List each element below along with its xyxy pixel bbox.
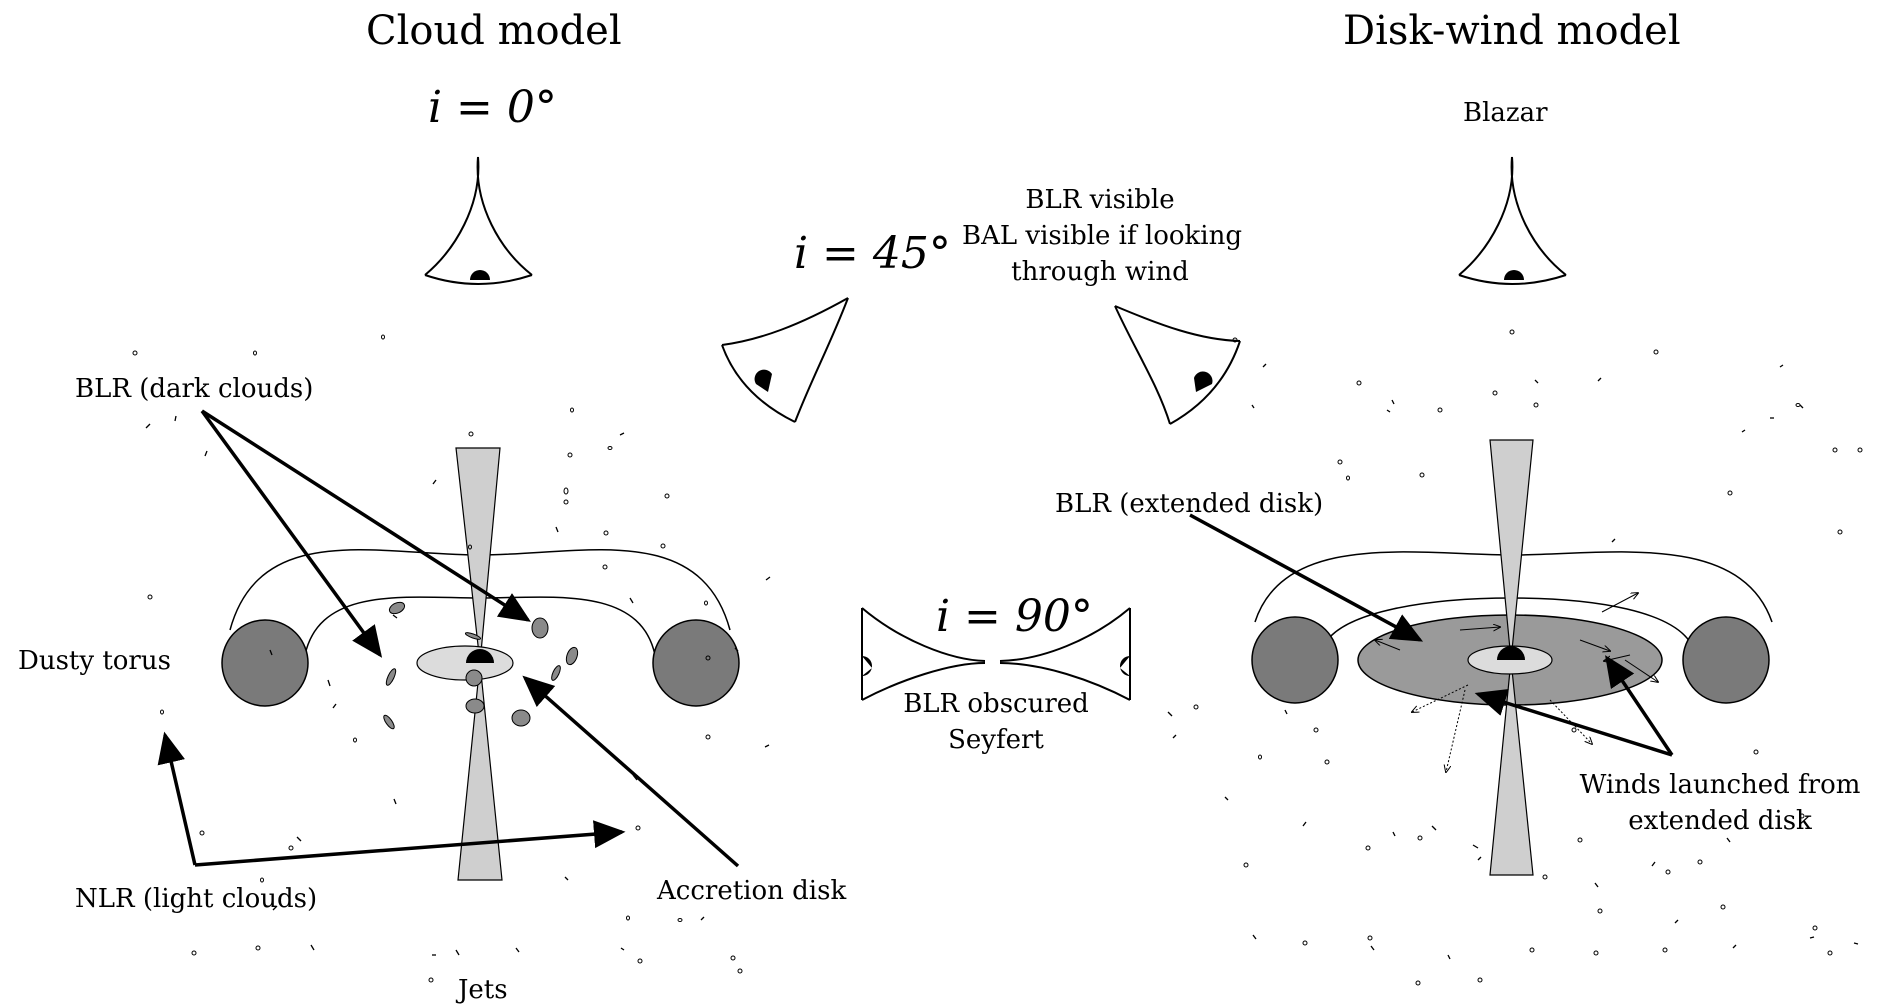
label-bal-visible: BLR visible BAL visible if looking throu… — [962, 182, 1242, 290]
label-nlr-light-clouds: NLR (light clouds) — [75, 884, 318, 914]
label-dusty-torus: Dusty torus — [18, 646, 171, 676]
title-cloud-model: Cloud model — [366, 8, 622, 54]
angle-inclined: i = 45° — [794, 228, 951, 279]
eye-inclined-left — [721, 297, 849, 423]
black-hole — [466, 649, 494, 663]
blr-cloud — [388, 601, 406, 615]
blr-cloud — [465, 669, 483, 687]
winds-line-2: extended disk — [1628, 806, 1812, 836]
blr-cloud — [383, 714, 395, 730]
torus-left-blob — [221, 619, 309, 707]
wind-torus-left-blob — [1251, 616, 1339, 704]
eye-edge-on — [861, 607, 1131, 701]
label-blr-dark-clouds: BLR (dark clouds) — [75, 374, 314, 404]
blr-cloud — [531, 617, 549, 639]
label-blazar: Blazar — [1463, 98, 1548, 128]
eye-inclined-right — [1114, 305, 1241, 425]
wind-torus-right-blob — [1682, 616, 1770, 704]
winds-line-1: Winds launched from — [1579, 770, 1861, 800]
bal-line-3: through wind — [1011, 257, 1189, 287]
seyfert-line-1: BLR obscured — [903, 689, 1089, 719]
arrow-winds-1 — [1474, 689, 1673, 757]
jet-lower — [457, 662, 503, 881]
eye-face-on-wind — [1458, 156, 1567, 285]
arrow-winds-2 — [1605, 655, 1674, 756]
seyfert-line-2: Seyfert — [948, 725, 1044, 755]
torus-right-blob — [652, 619, 740, 707]
blr-cloud — [511, 709, 531, 727]
nlr-dashes-right — [1167, 363, 1859, 960]
blr-cloud — [465, 698, 485, 714]
arrow-blr-1 — [200, 409, 383, 658]
wind-jet-lower — [1489, 659, 1534, 876]
arrow-blr-extended — [1189, 513, 1424, 642]
wind-jet-upper — [1489, 439, 1534, 661]
arrow-blr-2 — [201, 409, 531, 622]
disk-wind-model — [1189, 439, 1773, 876]
bal-line-2: BAL visible if looking — [962, 221, 1242, 251]
angle-edge-on: i = 90° — [936, 591, 1093, 642]
blr-cloud — [385, 668, 397, 686]
label-jets: Jets — [458, 975, 508, 1005]
jet-upper — [455, 447, 501, 664]
nlr-dashes-left — [145, 415, 771, 956]
blr-cloud — [464, 632, 482, 640]
arrow-nlr-right — [194, 820, 626, 867]
label-blr-extended-disk: BLR (extended disk) — [1055, 489, 1324, 519]
bal-line-1: BLR visible — [1025, 185, 1175, 215]
blr-cloud — [565, 646, 579, 666]
label-accretion-disk: Accretion disk — [657, 876, 847, 906]
arrow-disk — [522, 675, 740, 868]
title-disk-wind-model: Disk-wind model — [1343, 8, 1681, 54]
accretion-disk — [416, 645, 514, 681]
angle-face-on: i = 0° — [428, 82, 557, 133]
cloud-model — [157, 409, 740, 881]
label-winds: Winds launched from extended disk — [1570, 767, 1870, 839]
arrow-nlr-up — [157, 731, 197, 866]
wind-black-hole — [1497, 646, 1525, 660]
label-seyfert: BLR obscured Seyfert — [886, 686, 1106, 758]
nlr-specks-left — [132, 334, 743, 983]
blr-cloud — [551, 665, 561, 681]
eye-face-on-cloud — [424, 156, 533, 285]
